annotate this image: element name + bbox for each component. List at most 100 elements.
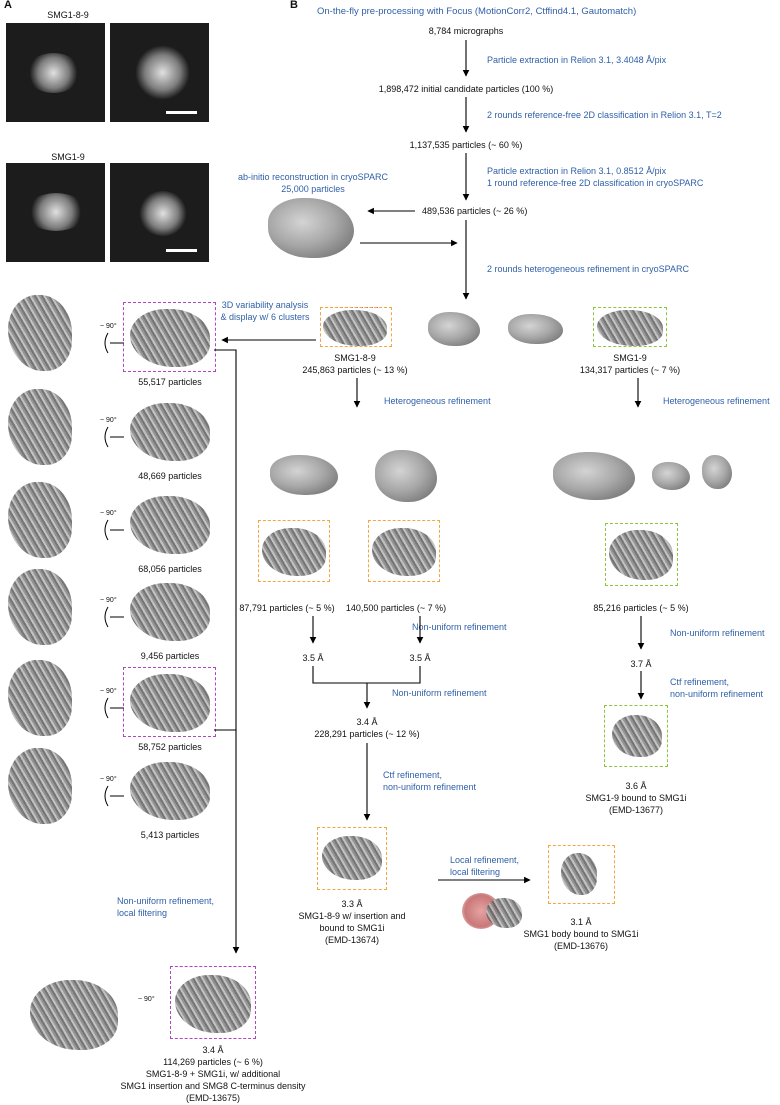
var3d-label-1: 3D variability analysis [221, 300, 309, 310]
res-b: 3.5 Å [409, 653, 431, 663]
rotation-arrow-icon [104, 332, 124, 354]
final-front-map [175, 975, 251, 1033]
right-class-green-box [605, 523, 678, 586]
smg189-2d-title: SMG1-8-9 [47, 10, 89, 20]
emd-13677: (EMD-13677) [608, 805, 664, 815]
res-33: 3.3 Å [341, 899, 363, 909]
2d-class-average-3 [6, 163, 105, 262]
res-a: 3.5 Å [302, 653, 324, 663]
class-b-orange-box [368, 520, 440, 582]
smg19-label: SMG1-9 [613, 353, 647, 363]
final-res: 3.4 Å [202, 1045, 224, 1055]
local-label-2: local filtering [450, 867, 501, 877]
merge-particles: 228,291 particles (~ 12 %) [314, 729, 420, 739]
emd-13674: (EMD-13674) [324, 935, 380, 945]
class-a-particles: 87,791 particles (~ 5 %) [239, 603, 335, 613]
hetero2-label: 2 rounds heterogeneous refinement in cry… [487, 264, 689, 274]
hetero-left-junk-1 [270, 455, 338, 495]
panel-b-letter: B [290, 0, 298, 11]
smg189-final-orange-box [317, 827, 387, 890]
smg19-final-map [612, 715, 662, 757]
micrographs-count: 8,784 micrographs [428, 26, 504, 36]
hetero-right-junk-1 [553, 452, 635, 500]
smg19-map [597, 310, 663, 346]
preprocess-label: On-the-fly pre-processing with Focus (Mo… [317, 6, 637, 17]
rotation-arrow-icon [104, 519, 124, 541]
initial-particles: 1,898,472 initial candidate particles (1… [378, 84, 554, 94]
final-side-map [30, 980, 118, 1050]
cluster-side-map [8, 482, 72, 558]
panel-a-letter: A [4, 0, 12, 11]
nu-merge-label: Non-uniform refinement [392, 688, 487, 698]
smg189-orange-box [320, 307, 392, 347]
hetero-right-junk-3 [702, 455, 732, 489]
after-2d-particles: 1,137,535 particles (~ 60 %) [409, 140, 523, 150]
local-label-1: Local refinement, [450, 855, 520, 865]
cluster-purple-box [123, 302, 216, 372]
ctf-mid-label-1: Ctf refinement, [383, 770, 443, 780]
right-class-particles: 85,216 particles (~ 5 %) [593, 603, 689, 613]
abinitio-map [268, 198, 354, 258]
extraction1-label: Particle extraction in Relion 3.1, 3.404… [487, 55, 667, 65]
smg19-particles: 134,317 particles (~ 7 %) [579, 365, 681, 375]
cluster-side-map [8, 389, 72, 465]
res-right-1: 3.7 Å [630, 659, 652, 669]
cluster-purple-box [123, 667, 216, 737]
smg189-insert-label-1: SMG1-8-9 w/ insertion and [298, 911, 406, 921]
hetero-right-label: Heterogeneous refinement [663, 396, 770, 406]
scale-bar [166, 111, 197, 114]
2d-class-average-4 [110, 163, 209, 262]
abinitio-label-2: 25,000 particles [281, 184, 345, 194]
cluster-side-map [8, 569, 72, 645]
cluster-front-map [130, 583, 210, 641]
final-particles: 114,269 particles (~ 6 %) [163, 1057, 263, 1067]
cluster-particles: 55,517 particles [138, 377, 202, 387]
smg189-particles: 245,863 particles (~ 13 %) [302, 365, 408, 375]
body-bound-label: SMG1 body bound to SMG1i [523, 929, 639, 939]
rotation-label: ~ 90° [100, 597, 117, 604]
right-class-map [609, 530, 673, 580]
cluster-side-map [8, 748, 72, 824]
cluster-particles: 5,413 particles [140, 830, 200, 840]
cluster-side-map [8, 295, 72, 371]
cluster-particles: 68,056 particles [138, 564, 202, 574]
class-a-orange-box [258, 520, 330, 582]
class-b-map [372, 528, 436, 576]
extraction2-label-2: 1 round reference-free 2D classification… [487, 178, 704, 188]
class-a-map [262, 528, 326, 576]
var3d-label-2: & display w/ 6 clusters [220, 312, 310, 322]
class-b-particles: 140,500 particles (~ 7 %) [345, 603, 447, 613]
body-map [561, 853, 597, 895]
scale-bar [166, 249, 197, 252]
hetero-right-junk-2 [652, 462, 690, 490]
rotation-label: ~ 90° [100, 417, 117, 424]
emd-13675: (EMD-13675) [185, 1093, 241, 1103]
nu-local-label-1: Non-uniform refinement, [117, 896, 215, 906]
2d-class-average-1 [6, 23, 105, 122]
cluster-particles: 58,752 particles [138, 742, 202, 752]
final-rotate-label: ~ 90° [138, 996, 155, 1003]
final-desc-1: SMG1-8-9 + SMG1i, w/ additional [145, 1069, 281, 1079]
rotation-arrow-icon [104, 606, 124, 628]
cluster-front-map [130, 674, 210, 732]
ctf-right-label-2: non-uniform refinement [670, 689, 764, 699]
extraction2-label-1: Particle extraction in Relion 3.1, 0.851… [487, 166, 667, 176]
smg19-green-box [593, 307, 667, 347]
res-31: 3.1 Å [570, 917, 592, 927]
smg189-label: SMG1-8-9 [334, 353, 376, 363]
rotation-label: ~ 90° [100, 776, 117, 783]
cluster-front-map [130, 309, 210, 367]
rotation-arrow-icon [104, 697, 124, 719]
junk-class-2-map [508, 314, 563, 344]
smg19-2d-title: SMG1-9 [51, 152, 85, 162]
cluster-side-map [8, 660, 72, 736]
rotation-arrow-icon [104, 785, 124, 807]
rotation-label: ~ 90° [100, 688, 117, 695]
class2d-label: 2 rounds reference-free 2D classificatio… [487, 110, 722, 120]
cluster-particles: 48,669 particles [138, 471, 202, 481]
abinitio-label-1: ab-initio reconstruction in cryoSPARC [238, 172, 388, 182]
nu-local-label-2: local filtering [117, 908, 168, 918]
hetero-left-junk-2 [375, 450, 437, 502]
smg189-final-map [322, 836, 382, 880]
